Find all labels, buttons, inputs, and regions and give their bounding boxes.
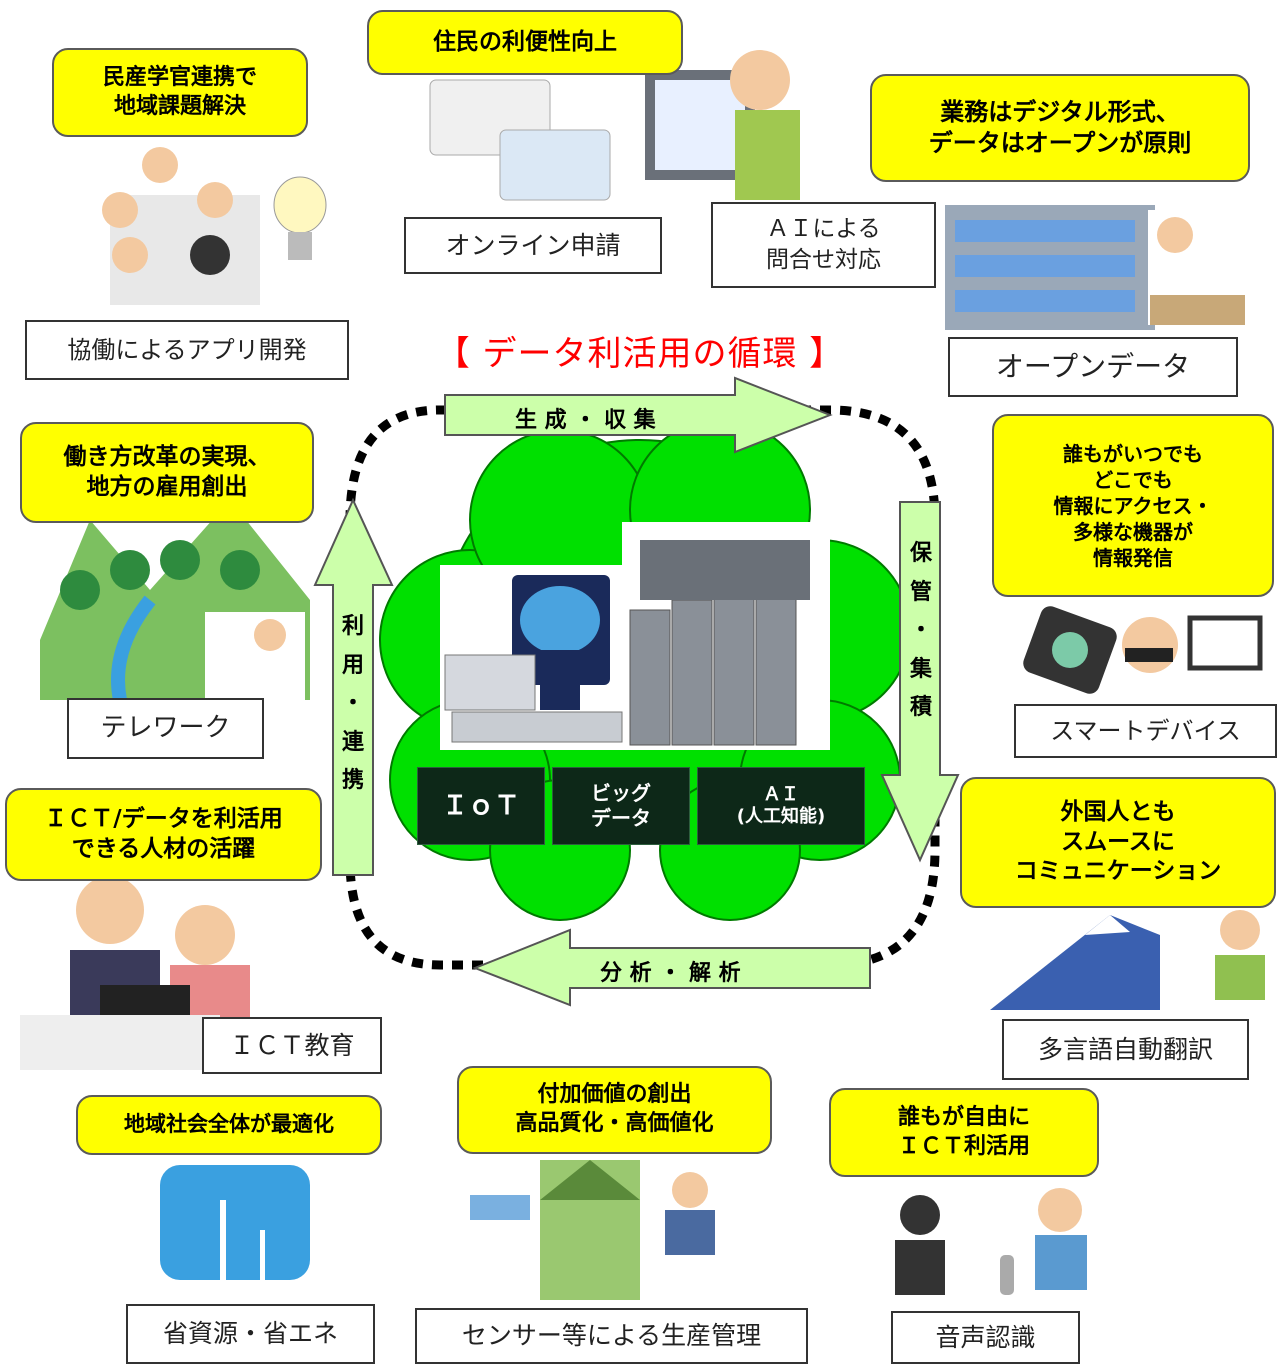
goal-collab: 民産学官連携で 地域課題解決 (52, 48, 308, 137)
goal-everyone: 誰もが自由に ＩＣＴ利活用 (829, 1088, 1099, 1177)
goal-talent: ＩＣＴ/データを利活用 できる人材の活躍 (5, 788, 322, 881)
arrow-left (313, 497, 394, 876)
cycle-label-analyze: 分 析 ・ 解 析 (600, 961, 741, 986)
office-building-illustration (945, 205, 1245, 330)
example-online: オンライン申請 (404, 217, 662, 274)
iot-label: ＩｏＴ (417, 767, 545, 845)
example-translate: 多言語自動翻訳 (1002, 1019, 1249, 1080)
example-ict-edu: ＩＣＴ教育 (202, 1017, 382, 1074)
example-app: 協働によるアプリ開発 (25, 320, 349, 380)
ict-education-illustration (20, 876, 250, 1070)
goal-optimize: 地域社会全体が最適化 (76, 1095, 382, 1155)
example-opendata: オープンデータ (948, 337, 1238, 397)
collab-illustration (102, 147, 260, 305)
goal-value: 付加価値の創出 高品質化・高価値化 (457, 1066, 772, 1154)
goal-workstyle: 働き方改革の実現、 地方の雇用創出 (20, 422, 314, 523)
voice-recognition-illustration (895, 1188, 1087, 1295)
diagram-title: 【 データ利活用の循環 】 (435, 334, 845, 374)
agriculture-illustration (470, 1160, 760, 1300)
example-voice: 音声認識 (891, 1311, 1080, 1364)
arrow-bottom (472, 928, 871, 1007)
example-ai-inquiry: ＡＩによる 問合せ対応 (711, 202, 936, 288)
wind-turbine-illustration (160, 1165, 310, 1280)
example-telework: テレワーク (67, 698, 264, 759)
cycle-label-use-link: 利 用 ・ 連 携 (341, 614, 364, 793)
arrow-top (444, 376, 833, 454)
online-application-illustration (429, 50, 800, 201)
cycle-label-store-accumulate: 保 管 ・ 集 積 (909, 541, 932, 720)
example-sensor: センサー等による生産管理 (415, 1308, 808, 1364)
cycle-dotted-ring (345, 405, 940, 970)
cycle-label-generate-collect: 生 成 ・ 収 集 (515, 408, 656, 433)
telework-illustration (40, 500, 310, 702)
ai-server-illustration (440, 522, 830, 750)
goal-convenience: 住民の利便性向上 (367, 10, 683, 75)
mount-fuji-illustration (990, 910, 1272, 1010)
bigdata-label: ビッグ データ (552, 767, 690, 845)
goal-access: 誰もがいつでも どこでも 情報にアクセス・ 多様な機器が 情報発信 (992, 414, 1274, 597)
example-smart: スマートデバイス (1014, 704, 1277, 758)
ai-label: ＡＩ (人工知能) (697, 767, 865, 845)
smart-device-illustration (1023, 606, 1263, 694)
example-energy: 省資源・省エネ (126, 1304, 375, 1364)
goal-digital: 業務はデジタル形式、 データはオープンが原則 (870, 74, 1250, 182)
goal-foreign: 外国人とも スムースに コミュニケーション (960, 777, 1276, 908)
arrow-right (880, 501, 960, 863)
lightbulb-icon (273, 176, 327, 260)
